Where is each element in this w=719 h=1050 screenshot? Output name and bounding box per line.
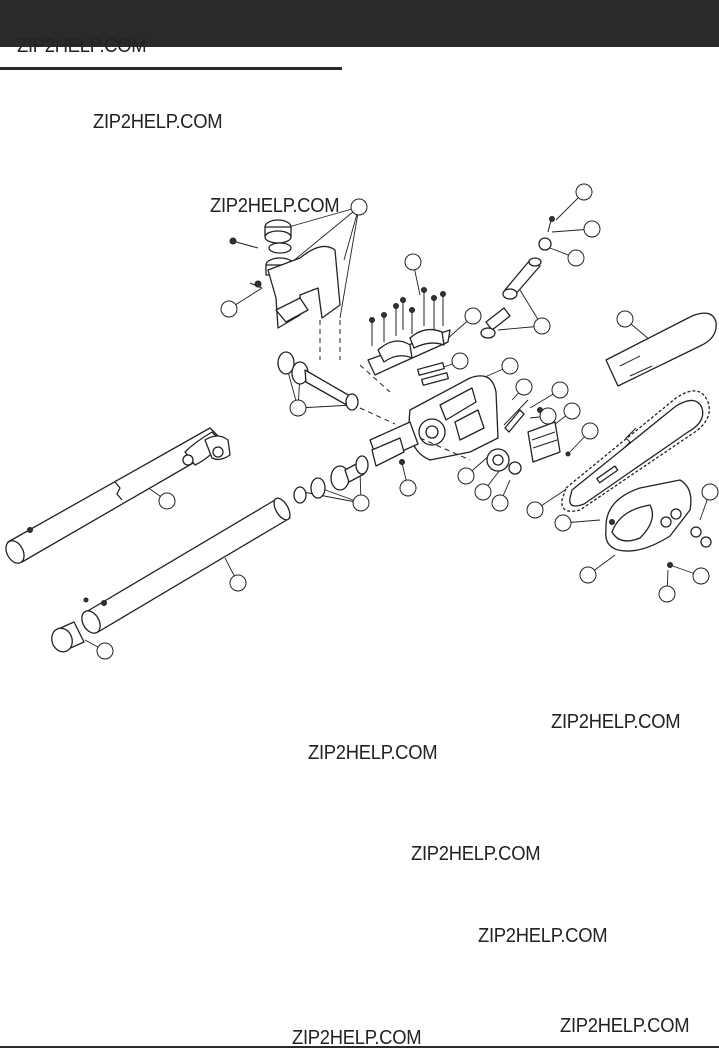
end-cap bbox=[51, 621, 85, 653]
bar-cover bbox=[605, 479, 712, 568]
watermark-header: ZIP2HELP.COM bbox=[17, 35, 147, 57]
lower-bearing-set bbox=[293, 455, 405, 504]
upper-tube bbox=[5, 427, 231, 564]
sprocket-assembly bbox=[486, 399, 571, 475]
watermark-4: ZIP2HELP.COM bbox=[308, 742, 438, 764]
callout-markers bbox=[96, 183, 719, 660]
watermark-6: ZIP2HELP.COM bbox=[478, 925, 608, 947]
upper-bracket-assembly bbox=[359, 287, 451, 393]
lower-tube bbox=[81, 497, 291, 634]
watermark-5: ZIP2HELP.COM bbox=[411, 843, 541, 865]
header-bar bbox=[0, 0, 719, 47]
tension-knob-assembly bbox=[480, 216, 555, 339]
watermark-3: ZIP2HELP.COM bbox=[551, 711, 681, 733]
oil-tank-assembly bbox=[229, 219, 341, 360]
drive-shaft-assembly bbox=[277, 351, 396, 425]
guide-bar bbox=[605, 312, 717, 387]
watermark-8: ZIP2HELP.COM bbox=[292, 1027, 422, 1049]
saw-chain bbox=[561, 390, 710, 512]
footer-rule bbox=[0, 1046, 719, 1048]
watermark-2: ZIP2HELP.COM bbox=[210, 195, 340, 217]
section-divider bbox=[0, 67, 342, 70]
gear-housing bbox=[369, 375, 499, 467]
exploded-parts-diagram bbox=[5, 183, 719, 660]
watermark-7: ZIP2HELP.COM bbox=[560, 1015, 690, 1037]
watermark-1: ZIP2HELP.COM bbox=[93, 111, 223, 133]
